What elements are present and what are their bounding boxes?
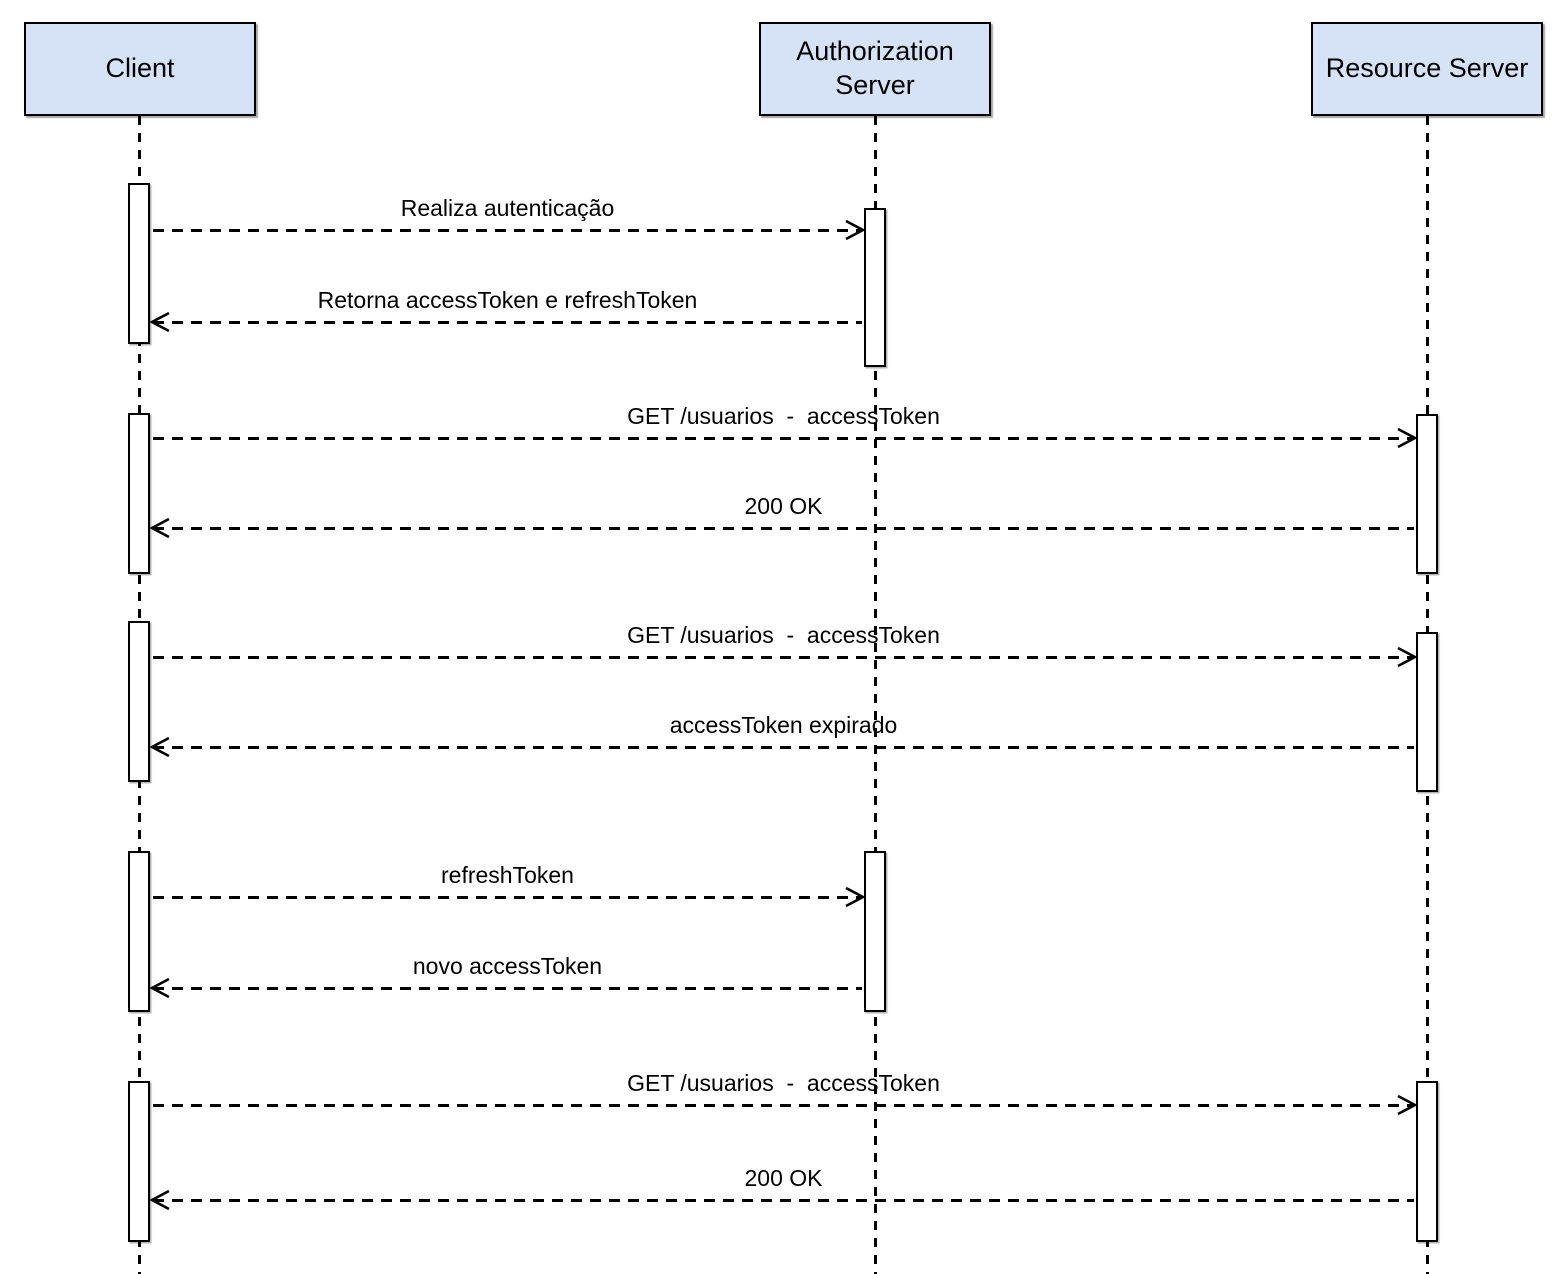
actor-client: Client <box>24 22 256 116</box>
message-8-line <box>153 987 862 990</box>
activation-bar-resource-1 <box>1416 414 1438 574</box>
arrowhead-left-icon <box>149 736 170 758</box>
actor-client-label: Client <box>105 53 175 84</box>
activation-bar-auth-1 <box>864 208 886 367</box>
arrowhead-left-icon <box>149 517 170 539</box>
actor-resource-server-label: Resource Server <box>1325 53 1529 84</box>
activation-bar-resource-3 <box>1416 1081 1438 1242</box>
arrowhead-right-icon <box>1397 646 1418 668</box>
message-9-label: GET /usuarios - accessToken <box>627 1070 940 1096</box>
message-3-line <box>153 437 1414 440</box>
arrowhead-right-icon <box>1397 1094 1418 1116</box>
arrowhead-left-icon <box>149 311 170 333</box>
actor-authorization-server-label: Authorization Server <box>796 36 954 100</box>
message-6-label: accessToken expirado <box>669 712 898 738</box>
message-10-line <box>153 1199 1414 1202</box>
activation-bar-client-1 <box>128 183 150 344</box>
message-7-label: refreshToken <box>441 862 574 888</box>
arrowhead-right-icon <box>845 886 866 908</box>
message-4-label: 200 OK <box>744 493 823 519</box>
message-2-label: Retorna accessToken e refreshToken <box>317 287 698 313</box>
activation-bar-auth-2 <box>864 851 886 1012</box>
message-9-line <box>153 1104 1414 1107</box>
activation-bar-client-4 <box>128 851 150 1012</box>
message-7-line <box>153 896 862 899</box>
message-1-line <box>153 229 862 232</box>
message-6-line <box>153 746 1414 749</box>
message-5-line <box>153 656 1414 659</box>
message-4-line <box>153 527 1414 530</box>
arrowhead-right-icon <box>1397 427 1418 449</box>
message-3-label: GET /usuarios - accessToken <box>627 403 940 429</box>
message-2-line <box>153 321 862 324</box>
message-8-label: novo accessToken <box>412 953 603 979</box>
arrowhead-right-icon <box>845 219 866 241</box>
lifeline-authorization-server <box>874 116 877 1274</box>
arrowhead-left-icon <box>149 977 170 999</box>
activation-bar-client-2 <box>128 413 150 574</box>
arrowhead-left-icon <box>149 1189 170 1211</box>
actor-resource-server: Resource Server <box>1311 22 1543 116</box>
activation-bar-client-5 <box>128 1081 150 1242</box>
message-1-label: Realiza autenticação <box>400 195 615 221</box>
message-5-label: GET /usuarios - accessToken <box>627 622 940 648</box>
message-10-label: 200 OK <box>744 1165 823 1191</box>
actor-authorization-server: Authorization Server <box>759 22 991 116</box>
activation-bar-resource-2 <box>1416 632 1438 792</box>
activation-bar-client-3 <box>128 621 150 782</box>
